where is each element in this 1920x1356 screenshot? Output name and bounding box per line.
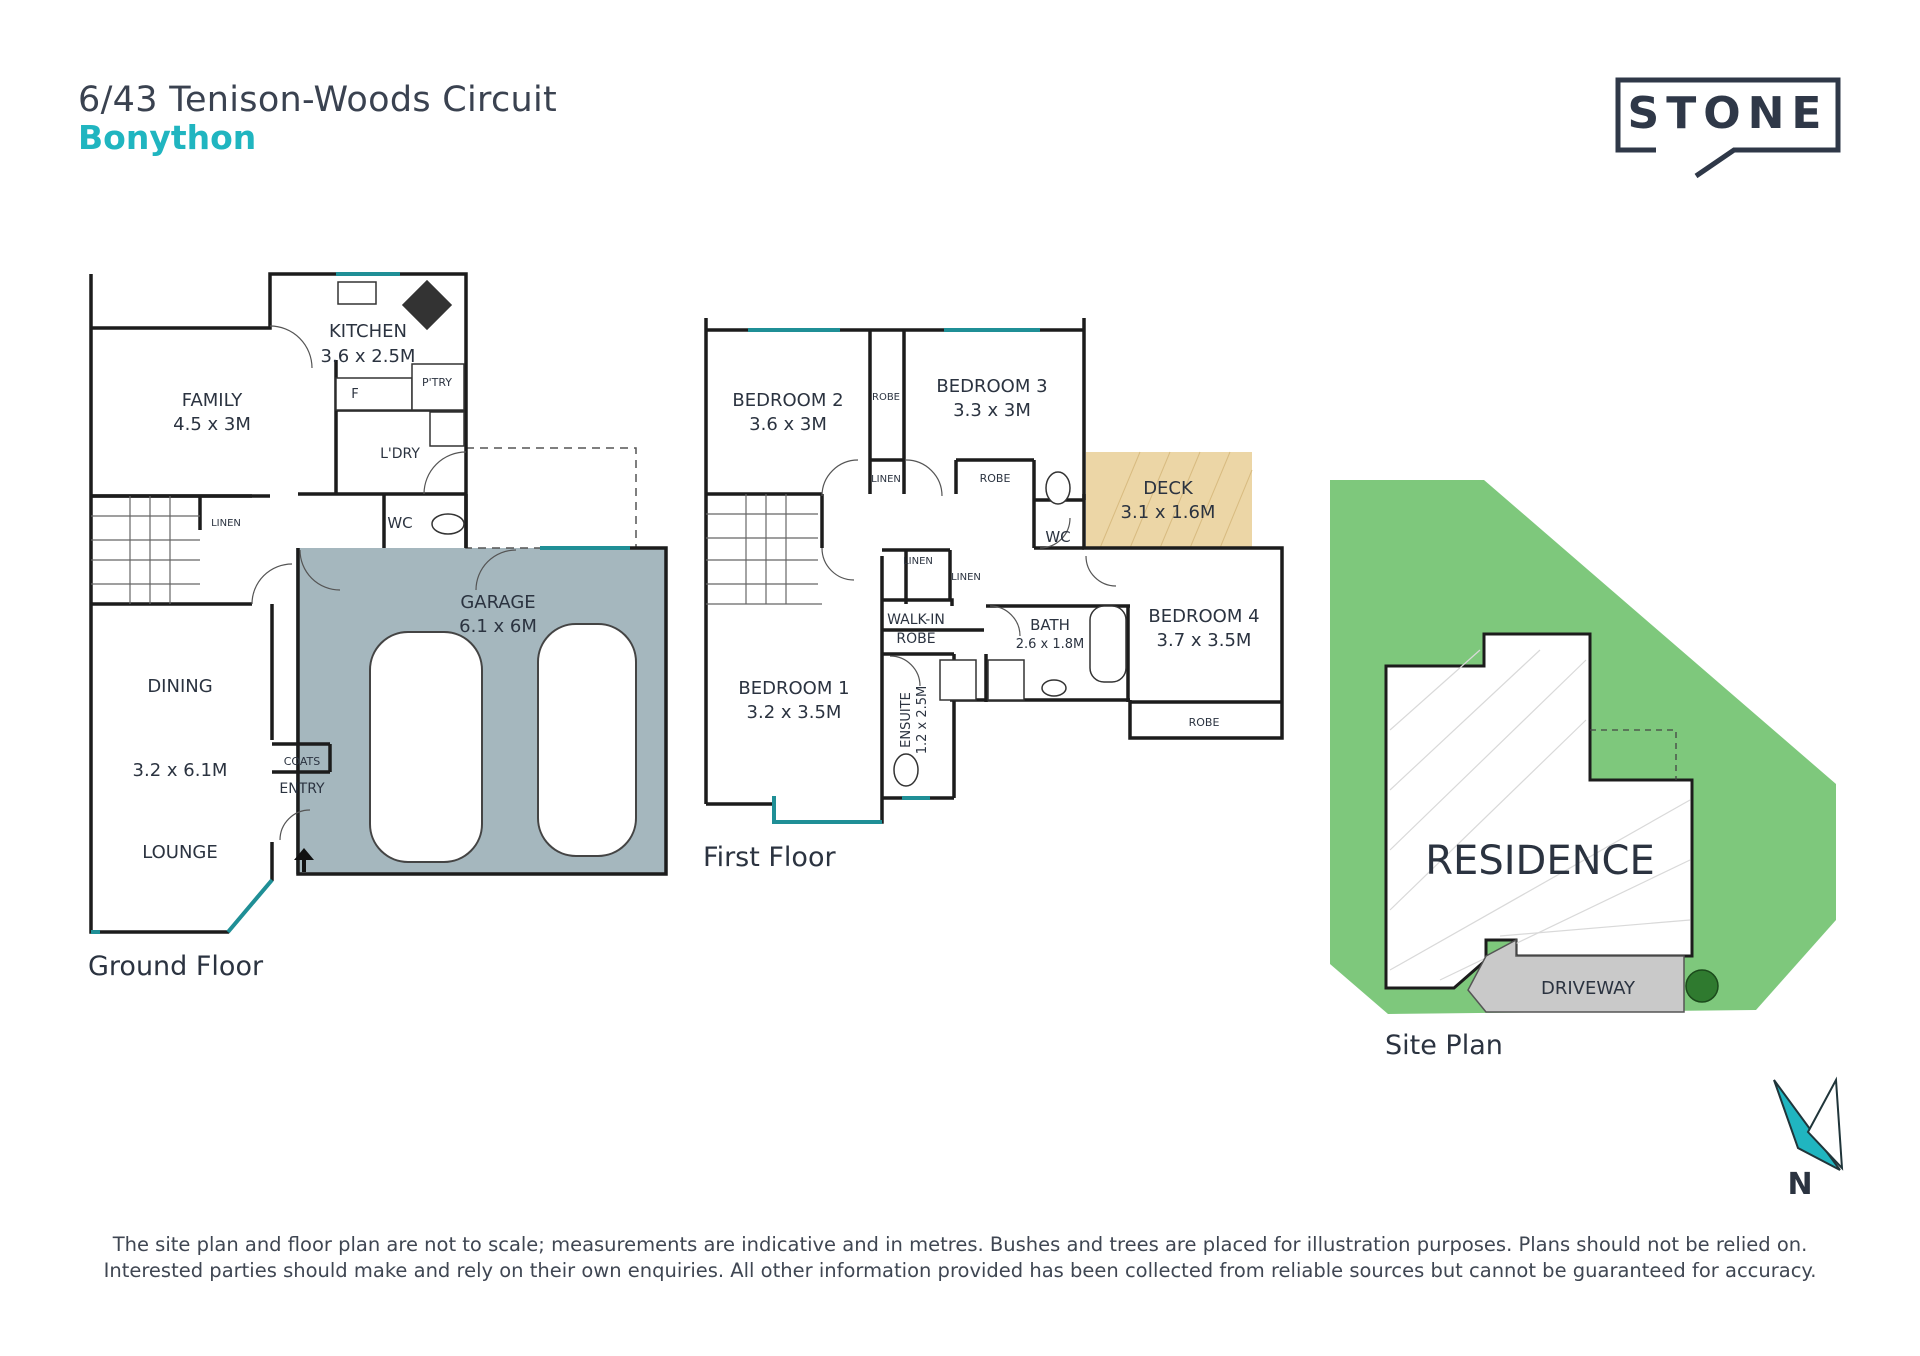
bath-fittings: [893, 471, 1127, 787]
kitchen-size: 3.6 x 2.5M: [321, 346, 416, 367]
stone-logo: STONE: [1615, 77, 1841, 179]
driveway-label: DRIVEWAY: [1541, 978, 1636, 999]
deck-label: DECK: [1143, 478, 1194, 499]
wc-label: WC: [387, 514, 412, 532]
walkin-robe-label-2: ROBE: [896, 631, 935, 647]
kitchen-label: KITCHEN: [329, 321, 407, 342]
north-label: N: [1787, 1167, 1812, 1202]
first-stairs: [706, 494, 822, 605]
garage-cars: [369, 623, 637, 863]
disclaimer-line-1: The site plan and floor plan are not to …: [112, 1233, 1808, 1256]
residence-label: RESIDENCE: [1425, 838, 1654, 884]
property-address: 6/43 Tenison-Woods Circuit: [78, 80, 558, 120]
linen-label-a: LINEN: [871, 474, 901, 485]
dining-size: 3.2 x 6.1M: [133, 760, 228, 781]
ensuite-label: ENSUITE: [899, 692, 914, 748]
bedroom3-size: 3.3 x 3M: [953, 400, 1031, 421]
bath-label: BATH: [1030, 616, 1070, 634]
site-plan: RESIDENCE DRIVEWAY Site Plan: [1330, 480, 1836, 1061]
bedroom4-size: 3.7 x 3.5M: [1157, 630, 1252, 651]
ensuite-size: 1.2 x 2.5M: [915, 686, 930, 755]
first-floor-windows: [748, 328, 1040, 824]
laundry-label: L'DRY: [380, 446, 420, 462]
wc-label-first: WC: [1045, 528, 1070, 546]
logo-frame: [1615, 77, 1841, 179]
logo-text: STONE: [1627, 88, 1829, 139]
linen-label-c: LINEN: [951, 572, 981, 583]
garage-size: 6.1 x 6M: [459, 616, 537, 637]
family-size: 4.5 x 3M: [173, 414, 251, 435]
kitchen-fittings: [335, 279, 465, 535]
deck-area: [1086, 452, 1252, 548]
ground-floor-windows: [91, 272, 630, 934]
ground-floor-title: Ground Floor: [88, 951, 264, 982]
ground-doors: [251, 325, 517, 841]
garage-label: GARAGE: [460, 592, 535, 613]
property-suburb: Bonython: [78, 118, 257, 157]
bedroom3-label: BEDROOM 3: [936, 376, 1047, 397]
first-floor-plan: BEDROOM 2 3.6 x 3M ROBE LINEN BEDROOM 3 …: [703, 318, 1284, 873]
bedroom2-label: BEDROOM 2: [732, 390, 843, 411]
family-label: FAMILY: [182, 390, 243, 411]
tree-icon: [1685, 969, 1719, 1003]
bedroom1-label: BEDROOM 1: [738, 678, 849, 699]
deck-boards: [1099, 451, 1253, 549]
driveway-area: [1467, 938, 1685, 1013]
bath-size: 2.6 x 1.8M: [1016, 637, 1085, 652]
ground-stairs: [91, 496, 200, 604]
walkin-robe-label-1: WALK-IN: [887, 612, 945, 628]
linen-label-b: LINEN: [903, 556, 933, 567]
carport-outline: [465, 447, 637, 549]
first-floor-title: First Floor: [703, 842, 836, 873]
disclaimer: The site plan and floor plan are not to …: [60, 1232, 1860, 1284]
deck-size: 3.1 x 1.6M: [1121, 502, 1216, 523]
coats-label: COATS: [284, 755, 321, 768]
robe-label-a: ROBE: [872, 392, 900, 403]
bedroom1-size: 3.2 x 3.5M: [747, 702, 842, 723]
dining-label: DINING: [147, 676, 212, 697]
first-doors: [821, 459, 1117, 687]
north-compass-icon: N: [1773, 1076, 1844, 1202]
disclaimer-line-2: Interested parties should make and rely …: [103, 1259, 1817, 1282]
bedroom4-label: BEDROOM 4: [1148, 606, 1259, 627]
pantry-label: P'TRY: [422, 376, 452, 389]
robe-label-c: ROBE: [1189, 716, 1220, 729]
robe-label-b: ROBE: [980, 472, 1011, 485]
entry-label: ENTRY: [279, 781, 325, 797]
residence-hatch: [1389, 649, 1691, 981]
bedroom2-size: 3.6 x 3M: [749, 414, 827, 435]
lounge-label: LOUNGE: [142, 842, 218, 863]
site-plan-title: Site Plan: [1385, 1030, 1503, 1061]
fridge-label: F: [351, 387, 358, 402]
linen-label: LINEN: [211, 518, 241, 529]
entry-arrow-icon: [294, 848, 314, 872]
ground-floor-plan: KITCHEN 3.6 x 2.5M FAMILY 4.5 x 3M P'TRY…: [88, 272, 668, 982]
